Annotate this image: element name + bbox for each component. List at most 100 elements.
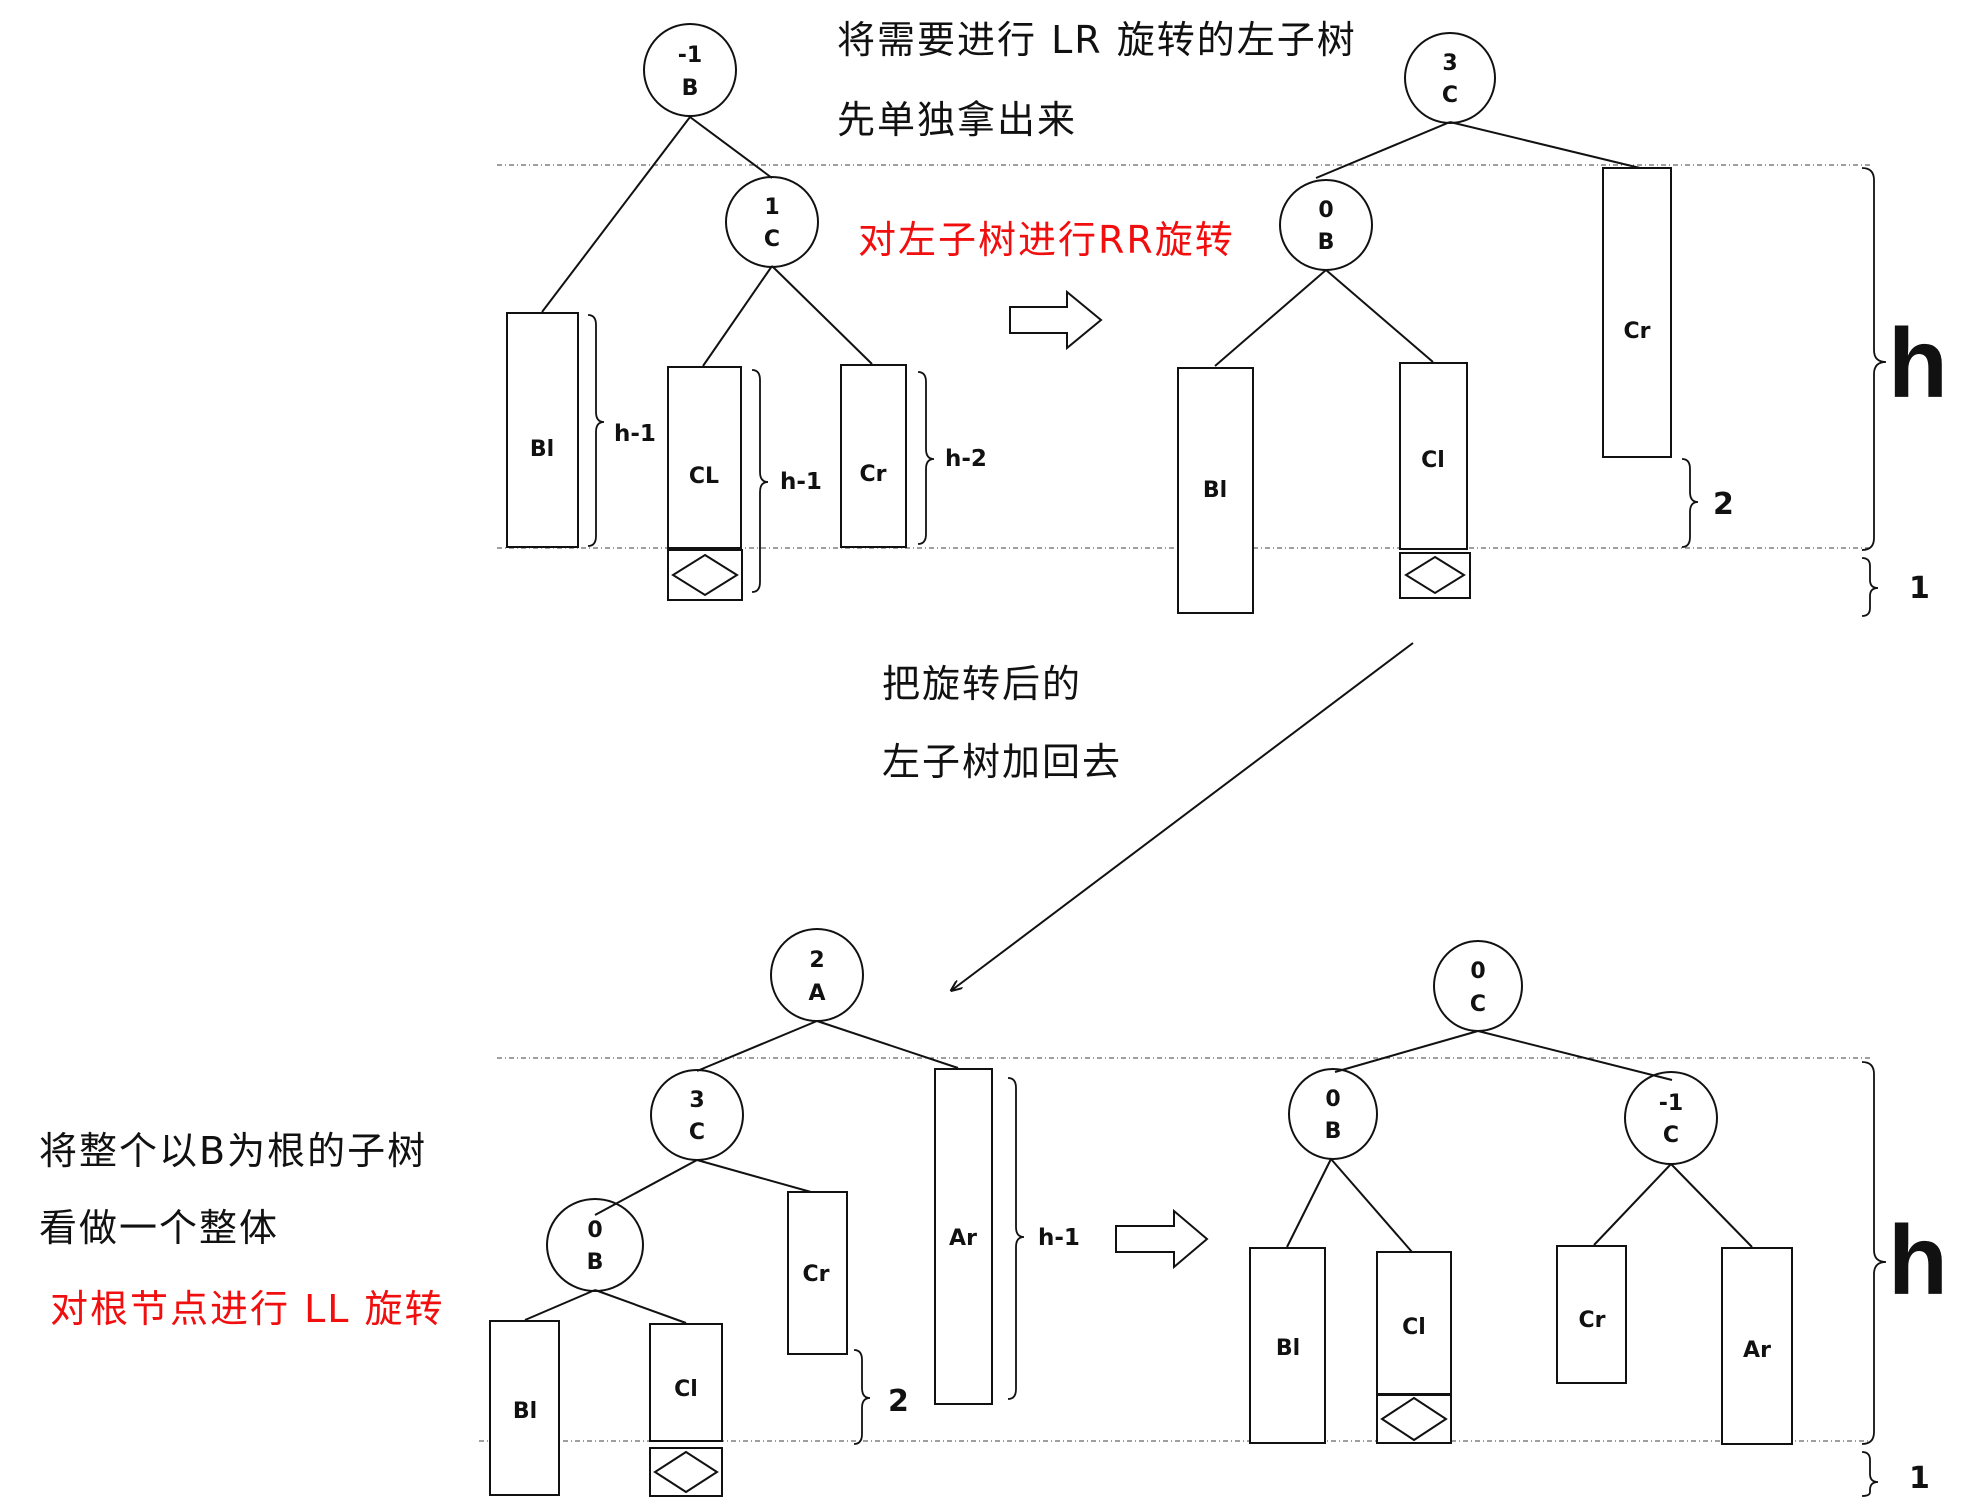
tree-node-c-right: -1 C bbox=[1624, 1071, 1718, 1165]
insertion-diamond bbox=[653, 1450, 719, 1494]
tree-node-c: 3 C bbox=[1404, 32, 1496, 124]
tree-node-b: 0 B bbox=[1288, 1068, 1378, 1160]
diagram-1-before-rr: -1 B 1 C Bl CL Cr h-1 h-1 h-2 bbox=[506, 23, 987, 601]
subtree-label-bl: Bl bbox=[530, 437, 554, 462]
subtree-label-bl: Bl bbox=[1276, 1336, 1300, 1361]
subtree-box-bl bbox=[506, 312, 579, 548]
edge bbox=[594, 1159, 698, 1216]
edge bbox=[1315, 121, 1451, 179]
edge bbox=[1449, 121, 1641, 169]
subtree-label-cl: Cl bbox=[1421, 448, 1445, 473]
node-balance: 3 bbox=[1442, 51, 1457, 76]
put-back-note-line-1: 把旋转后的 bbox=[882, 662, 1082, 706]
height-label-h-top: h bbox=[1888, 308, 1948, 418]
node-circle bbox=[1279, 179, 1373, 271]
edge bbox=[1670, 1163, 1753, 1248]
subtree-label-cr: Cr bbox=[803, 1262, 830, 1287]
height-label-bl: h-1 bbox=[614, 421, 656, 447]
diagram-2-after-rr: 3 C 0 B Bl Cl Cr 2 bbox=[1177, 32, 1734, 614]
edge bbox=[524, 1289, 596, 1321]
node-circle bbox=[1433, 940, 1523, 1032]
edge bbox=[696, 1159, 812, 1193]
subtree-box-cl bbox=[649, 1323, 723, 1442]
whole-subtree-note-line-2: 看做一个整体 bbox=[39, 1206, 279, 1250]
transform-arrow-2 bbox=[1115, 1208, 1209, 1270]
transform-arrow-1 bbox=[1009, 289, 1103, 351]
height-label-cl: h-1 bbox=[780, 469, 822, 495]
node-circle bbox=[546, 1198, 644, 1292]
edge bbox=[541, 116, 691, 313]
gap-label: 2 bbox=[1713, 487, 1734, 522]
insertion-diamond bbox=[671, 553, 739, 597]
tree-node-b: 0 B bbox=[1279, 179, 1373, 271]
edge bbox=[696, 1020, 818, 1072]
height-label-cr: h-2 bbox=[945, 446, 987, 472]
subtree-label-bl: Bl bbox=[513, 1399, 537, 1424]
insertion-box bbox=[667, 549, 743, 601]
height-brace-top bbox=[1861, 167, 1887, 551]
node-balance: 0 bbox=[1325, 1087, 1340, 1112]
subtree-label-cr: Cr bbox=[1624, 319, 1651, 344]
node-label: B bbox=[1318, 230, 1335, 255]
node-balance: 0 bbox=[587, 1218, 602, 1243]
node-label: C bbox=[764, 227, 780, 252]
diagram-3-before-ll: 2 A 3 C 0 B Bl Cl Cr Ar h-1 2 bbox=[489, 928, 1080, 1497]
node-balance: -1 bbox=[678, 43, 702, 68]
node-circle bbox=[770, 928, 864, 1022]
subtree-box-bl bbox=[1177, 367, 1254, 614]
brace-gap bbox=[1681, 458, 1699, 548]
unit-label-top: 1 bbox=[1909, 571, 1930, 606]
edge bbox=[771, 265, 873, 365]
subtree-label-cl: Cl bbox=[1402, 1315, 1426, 1340]
subtree-box-cr bbox=[840, 364, 907, 548]
tree-node-a: 2 A bbox=[770, 928, 864, 1022]
edge bbox=[1330, 1158, 1413, 1253]
subtree-box-cl bbox=[1399, 362, 1468, 550]
brace-gap bbox=[853, 1349, 871, 1445]
edge bbox=[816, 1020, 959, 1069]
insertion-box bbox=[649, 1447, 723, 1497]
edge bbox=[1325, 269, 1434, 363]
subtree-label-cl: Cl bbox=[674, 1377, 698, 1402]
node-balance: 2 bbox=[809, 948, 824, 973]
node-label: B bbox=[587, 1250, 604, 1275]
tree-node-c-root: 0 C bbox=[1433, 940, 1523, 1032]
put-back-note-line-2: 左子树加回去 bbox=[882, 740, 1122, 784]
gap-label: 2 bbox=[888, 1384, 909, 1419]
subtree-box-bl bbox=[1249, 1247, 1326, 1444]
node-label: C bbox=[689, 1120, 705, 1145]
rr-rotation-note: 对左子树进行RR旋转 bbox=[858, 218, 1235, 262]
edge bbox=[1334, 1030, 1479, 1073]
insertion-box bbox=[1376, 1394, 1452, 1444]
subtree-box-cl bbox=[667, 366, 742, 549]
insertion-diamond bbox=[1404, 555, 1466, 595]
height-brace-bottom bbox=[1861, 1061, 1887, 1445]
node-balance: -1 bbox=[1659, 1091, 1683, 1116]
tree-node-c: 1 C bbox=[725, 176, 819, 268]
extract-note-line-2: 先单独拿出来 bbox=[837, 98, 1077, 142]
subtree-label-cl: CL bbox=[689, 464, 719, 489]
edge bbox=[1477, 1030, 1673, 1081]
node-label: C bbox=[1663, 1123, 1679, 1148]
edge bbox=[594, 1289, 687, 1324]
subtree-label-bl: Bl bbox=[1203, 478, 1227, 503]
node-label: B bbox=[682, 76, 699, 101]
node-circle bbox=[1288, 1068, 1378, 1160]
node-label: B bbox=[1325, 1119, 1342, 1144]
tree-node-b: -1 B bbox=[643, 23, 737, 117]
brace-cl bbox=[751, 369, 769, 593]
node-circle bbox=[643, 23, 737, 117]
subtree-label-cr: Cr bbox=[1579, 1308, 1606, 1333]
unit-label-bottom: 1 bbox=[1909, 1461, 1930, 1496]
node-balance: 3 bbox=[689, 1088, 704, 1113]
edge bbox=[1286, 1158, 1332, 1248]
node-label: A bbox=[808, 981, 825, 1006]
subtree-box-ar bbox=[934, 1068, 993, 1405]
insertion-box bbox=[1399, 552, 1471, 599]
node-label: C bbox=[1470, 992, 1486, 1017]
put-back-arrow bbox=[952, 642, 1414, 990]
brace-cr bbox=[917, 371, 935, 545]
unit-brace-top bbox=[1861, 557, 1879, 617]
subtree-label-cr: Cr bbox=[860, 462, 887, 487]
